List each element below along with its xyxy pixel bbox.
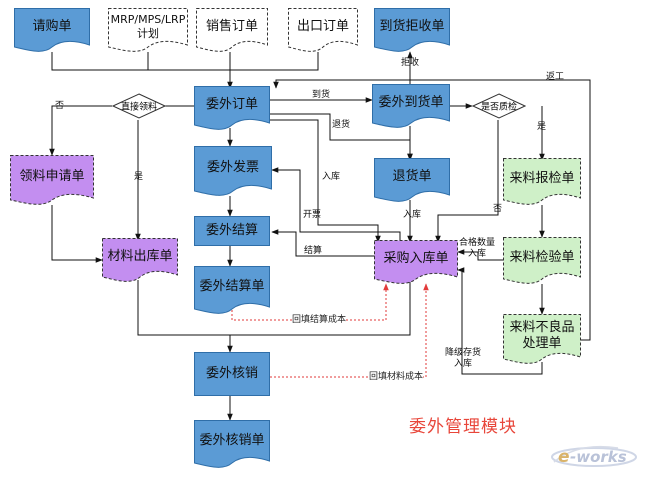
export-order-node: 出口订单 [288,8,358,52]
reject-edge-label: 拒收 [401,58,420,68]
material-issue-node: 材料出库单 [102,238,178,282]
node-shape [194,352,270,396]
return-note-node: 退货单 [374,158,450,202]
node-shape [288,8,358,52]
sales-order-node: 销售订单 [196,8,268,52]
defective-handling-node: 来料不良品 处理单 [503,314,581,364]
node-shape [194,420,270,468]
arrival-edge-label: 到货 [312,90,331,100]
downgrade-edge-label: 降级存货 入库 [445,348,482,369]
node-shape [196,8,268,52]
no-right-edge-label: 否 [493,204,503,214]
eworks-logo: e -works [548,440,640,470]
requisition-node: 领料申请单 [10,155,94,205]
inbound-edge-label-2: 入库 [403,210,422,220]
node-shape [108,8,188,52]
node-shape [503,237,581,284]
node-shape [10,155,94,205]
node-shape [194,146,272,196]
node-shape [194,266,270,314]
node-shape [194,216,270,246]
invoice-edge-label: 开票 [303,210,322,220]
node-shape [503,158,581,205]
node-shape [374,8,450,52]
outsourcing-settlement-node: 委外结算 [194,216,270,246]
outsourcing-order-node: 委外订单 [194,86,270,130]
mrp-plan-node: MRP/MPS/LRP 计划 [108,8,188,52]
inbound-edge-label-1: 入库 [322,172,341,182]
backfill-material-cost-label: 回填材料成本 [369,372,424,383]
node-shape [194,86,270,130]
quality-check-label: 是否质检 [480,102,517,113]
yes-left-edge-label: 是 [134,172,144,182]
return-work-edge-label: 返工 [546,72,565,82]
direct-pick-label: 直接领料 [120,102,157,113]
verification-node: 委外核销 [194,352,270,396]
svg-text:e: e [558,447,570,467]
node-shape [503,314,581,364]
incoming-inspection-report-node: 来料报检单 [503,158,581,205]
qualified-qty-edge-label: 合格数量 入库 [459,238,496,259]
outsourcing-arrival-node: 委外到货单 [372,84,450,128]
module-title: 委外管理模块 [409,417,517,437]
quality-check-decision: 是否质检 [472,93,526,119]
node-shape [374,158,450,202]
purchase-receipt-node: 采购入库单 [374,240,458,284]
backfill-settlement-cost-label: 回填结算成本 [292,315,347,326]
yes-right-edge-label: 是 [537,122,547,132]
outsourcing-invoice-node: 委外发票 [194,146,272,196]
node-shape [372,84,450,128]
settle-edge-label: 结算 [304,246,323,256]
node-shape [14,8,90,52]
purchase-request-node: 请购单 [14,8,90,52]
verification-note-node: 委外核销单 [194,420,270,468]
svg-text:-works: -works [570,448,627,466]
arrival-rejection-node: 到货拒收单 [374,8,450,52]
incoming-inspection-node: 来料检验单 [503,237,581,284]
direct-pick-decision: 直接领料 [112,93,166,119]
no-left-edge-label: 否 [55,101,65,111]
node-shape [102,238,178,282]
node-shape [374,240,458,284]
return-goods-edge-label: 退货 [332,120,351,130]
settlement-note-node: 委外结算单 [194,266,270,314]
